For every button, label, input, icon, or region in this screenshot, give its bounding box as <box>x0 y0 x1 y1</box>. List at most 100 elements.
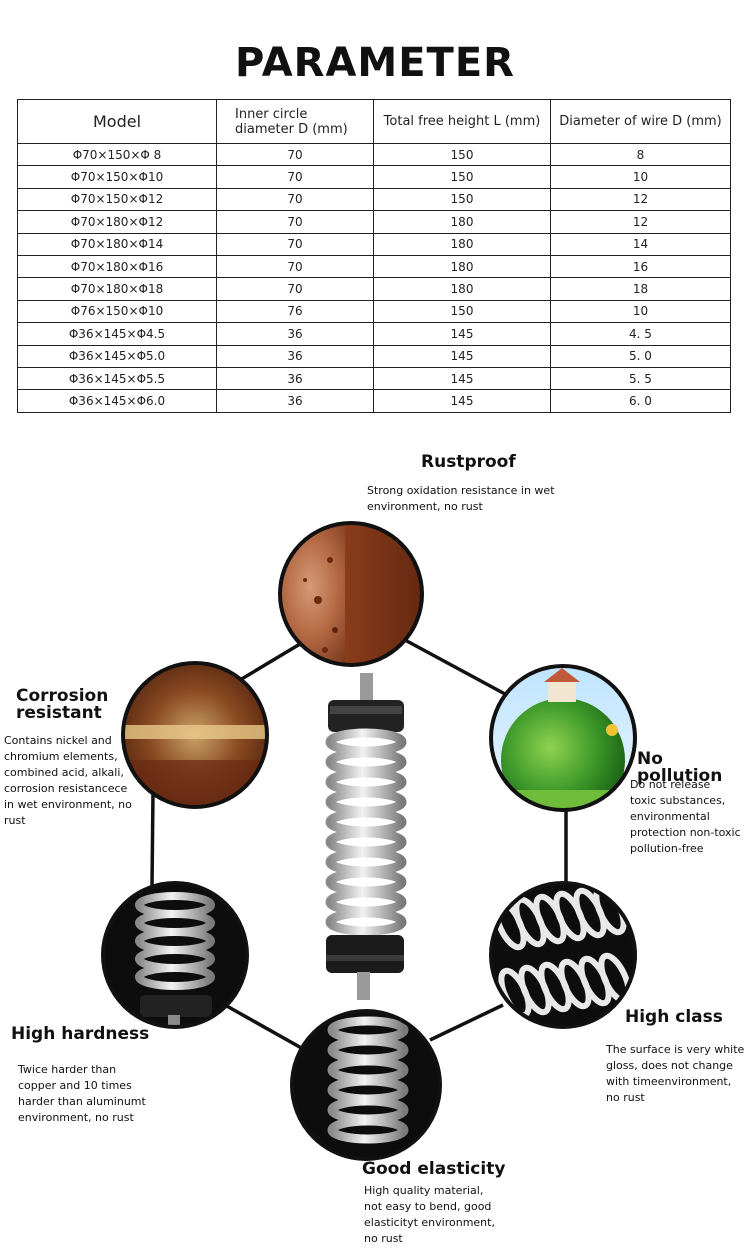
cell-model: Φ76×150×Φ10 <box>17 299 217 324</box>
cell-free-height: 180 <box>373 277 551 301</box>
desc-line: Twice harder than <box>18 1063 117 1076</box>
page-title: PARAMETER <box>235 40 515 86</box>
desc-line: toxic substances, <box>630 794 726 807</box>
cell-model: Φ36×145×Φ4.5 <box>17 322 217 346</box>
cell-inner-diameter: 70 <box>216 142 374 167</box>
table-header-row: Model Inner circle diameter D (mm) Total… <box>17 99 731 144</box>
desc-line: in wet environment, no <box>4 798 132 811</box>
connector-lines <box>150 638 568 1052</box>
desc-line: Strong oxidation resistance in wet <box>367 484 555 497</box>
corrosion-resistant-desc: Contains nickel and chromium elements, c… <box>4 733 132 829</box>
rustproof-title: Rustproof <box>421 452 516 472</box>
desc-line: no rust <box>606 1091 645 1104</box>
spring-coil <box>325 808 407 836</box>
header-inner-line2: diameter D (mm) <box>235 121 348 137</box>
cell-inner-diameter: 36 <box>216 344 374 368</box>
cell-wire-diameter: 16 <box>550 254 731 279</box>
cell-inner-diameter: 36 <box>216 322 374 346</box>
spring-coil <box>325 788 407 816</box>
desc-line: rust <box>4 814 26 827</box>
desc-line: harder than aluminumt <box>18 1095 146 1108</box>
high-hardness-title: High hardness <box>11 1024 150 1044</box>
spring-coil <box>135 964 215 990</box>
header-inner-diameter: Inner circle diameter D (mm) <box>216 99 374 144</box>
cell-free-height: 145 <box>373 366 551 391</box>
no-pollution-desc: Do not release toxic substances, environ… <box>630 777 741 857</box>
header-wire-diameter: Diameter of wire D (mm) <box>550 99 731 144</box>
high-class-title: High class <box>625 1007 723 1027</box>
high-class-desc: The surface is very white gloss, does no… <box>606 1042 744 1106</box>
cell-free-height: 180 <box>373 254 551 279</box>
spring-coil <box>325 728 407 756</box>
cell-free-height: 150 <box>373 299 551 324</box>
spring-coil <box>325 748 407 776</box>
cell-model: Φ70×180×Φ16 <box>17 254 217 279</box>
good-elasticity-desc: High quality material, not easy to bend,… <box>364 1183 495 1247</box>
high-hardness-desc: Twice harder than copper and 10 times ha… <box>18 1062 146 1126</box>
rustproof-desc: Strong oxidation resistance in wet envir… <box>367 483 555 515</box>
spring-coil <box>325 768 407 796</box>
desc-line: pollution-free <box>630 842 704 855</box>
cell-inner-diameter: 70 <box>216 277 374 301</box>
spring-coil <box>327 1116 409 1144</box>
desc-line: corrosion resistancece <box>4 782 128 795</box>
desc-line: gloss, does not change <box>606 1059 733 1072</box>
no-pollution-image <box>489 664 637 812</box>
high-class-image <box>489 881 637 1029</box>
desc-line: not easy to bend, good <box>364 1200 492 1213</box>
cell-wire-diameter: 10 <box>550 299 731 324</box>
spring-product-image <box>325 673 407 1000</box>
cell-wire-diameter: 5. 5 <box>550 366 731 391</box>
desc-line: Contains nickel and <box>4 734 112 747</box>
spring-coil <box>325 868 407 896</box>
cell-model: Φ36×145×Φ5.5 <box>17 366 217 391</box>
cell-wire-diameter: 5. 0 <box>550 344 731 368</box>
cell-model: Φ36×145×Φ6.0 <box>17 389 217 413</box>
desc-line: copper and 10 times <box>18 1079 132 1092</box>
corrosion-resistant-title: Corrosion resistant <box>16 688 108 722</box>
cell-model: Φ70×180×Φ18 <box>17 277 217 301</box>
title-line: resistant <box>16 703 102 723</box>
desc-line: protection non-toxic <box>630 826 741 839</box>
cell-inner-diameter: 36 <box>216 389 374 413</box>
spring-coil <box>325 828 407 856</box>
desc-line: no rust <box>364 1232 403 1245</box>
rustproof-image <box>278 521 424 667</box>
corrosion-resistant-image <box>121 661 269 809</box>
desc-line: The surface is very white <box>606 1043 745 1056</box>
good-elasticity-image <box>290 1009 442 1161</box>
cell-inner-diameter: 70 <box>216 254 374 279</box>
desc-line: High quality material, <box>364 1184 484 1197</box>
good-elasticity-title: Good elasticity <box>362 1159 506 1179</box>
desc-line: with timeenvironment, <box>606 1075 732 1088</box>
high-hardness-image <box>101 881 249 1029</box>
spring-coil <box>325 888 407 916</box>
desc-line: environment, no rust <box>367 500 483 513</box>
header-model: Model <box>17 99 217 144</box>
cell-wire-diameter: 4. 5 <box>550 322 731 346</box>
cell-free-height: 145 <box>373 389 551 413</box>
spring-coil <box>325 908 407 936</box>
cell-wire-diameter: 6. 0 <box>550 389 731 413</box>
desc-line: chromium elements, <box>4 750 118 763</box>
parameter-table: Model Inner circle diameter D (mm) Total… <box>17 99 731 413</box>
title-line: Corrosion <box>16 686 109 706</box>
desc-line: Do not release <box>630 778 711 791</box>
header-inner-line1: Inner circle <box>235 106 308 122</box>
no-pollution-title: No pollution <box>637 749 723 786</box>
cell-wire-diameter: 18 <box>550 277 731 301</box>
desc-line: combined acid, alkali, <box>4 766 124 779</box>
spring-coil <box>325 848 407 876</box>
desc-line: environment, no rust <box>18 1111 134 1124</box>
desc-line: environmental <box>630 810 710 823</box>
cell-inner-diameter: 36 <box>216 366 374 391</box>
